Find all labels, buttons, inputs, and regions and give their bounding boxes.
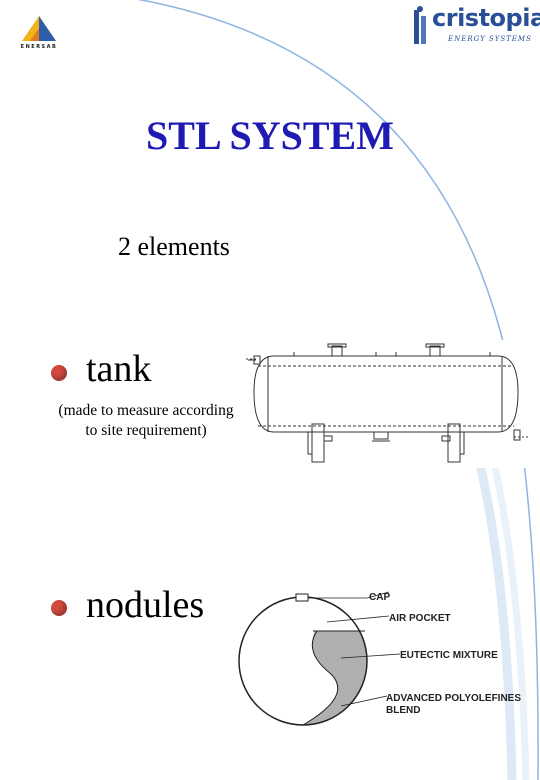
item-label-nodules: nodules [86, 584, 205, 626]
tank-icon [246, 343, 529, 463]
slide-title: STL SYSTEM [146, 113, 394, 158]
bullet-icon [51, 365, 67, 381]
item-label-tank: tank [86, 348, 152, 390]
slide-subtitle: 2 elements [118, 232, 230, 261]
label-advanced-line1: ADVANCED POLYOLEFINES [386, 693, 522, 704]
label-cap: CAP [369, 592, 391, 603]
storage-tank-drawing [246, 340, 529, 468]
bullet-icon [51, 600, 67, 616]
cristopia-logo: cristopia ENERGY SYSTEMS [412, 4, 540, 48]
tank-note-line1: (made to measure according [58, 402, 234, 419]
nodule-cross-section [237, 578, 533, 728]
tank-note: (made to measure according to site requi… [38, 401, 254, 441]
company-logo-left: ENERSAB [8, 14, 70, 54]
cristopia-logo-icon [414, 6, 426, 44]
brand-tagline: ENERGY SYSTEMS [448, 35, 532, 43]
label-air-pocket: AIR POCKET [389, 613, 451, 624]
brand-name: cristopia [432, 4, 540, 32]
triangle-logo-icon [22, 16, 56, 41]
logo-left-text: ENERSAB [20, 44, 58, 50]
label-eutectic-mixture: EUTECTIC MIXTURE [400, 650, 498, 661]
nodule-icon [238, 591, 401, 726]
label-advanced-polyolefines: ADVANCED POLYOLEFINES BLEND [386, 693, 536, 717]
label-advanced-line2: BLEND [386, 705, 421, 716]
tank-note-line2: to site requirement) [85, 422, 207, 439]
